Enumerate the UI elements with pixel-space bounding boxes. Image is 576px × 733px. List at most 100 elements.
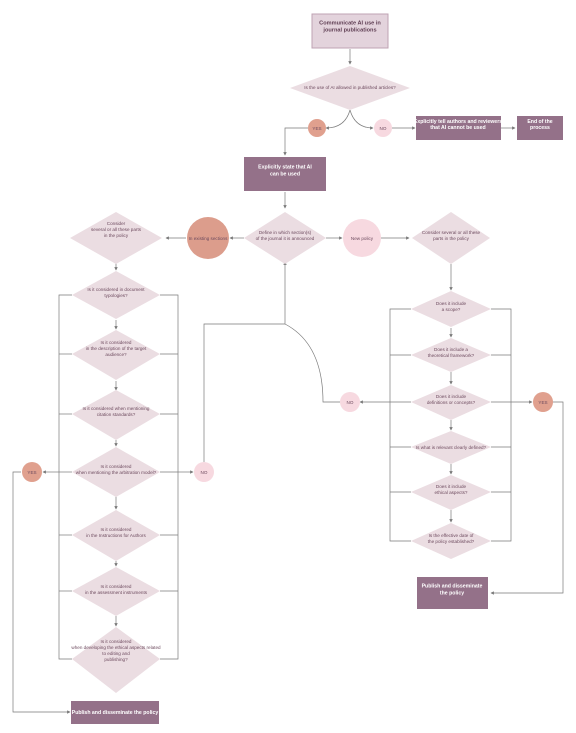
l2-label-line: in the description of the target (86, 346, 147, 351)
no_top-label: NO (380, 126, 387, 131)
define_sections-label: Define in which section(s)of the journal… (256, 230, 315, 241)
yes-left-circle: YES (22, 462, 42, 482)
no_right-label-line: NO (347, 400, 354, 405)
yes_left-label-line: YES (27, 470, 36, 475)
new_policy-label: New policy (351, 236, 374, 241)
r3-label-line: definitions or concepts? (427, 400, 476, 405)
define_sections-label-line: Define in which section(s) (259, 230, 312, 235)
define_sections-label-line: of the journal it is announced (256, 236, 315, 241)
q_allowed-label: Is the use of AI allowed in published ar… (304, 85, 396, 90)
publish-left-box: Publish and disseminate the policy (71, 701, 159, 724)
l4-label-line: when mentioning the arbitration model? (76, 470, 157, 475)
publish_right-label-line: the policy (440, 591, 464, 597)
l7-label-line: Is it considered (101, 639, 132, 644)
tell_authors-label-line: Explicitly tell authors and reviewers (414, 119, 502, 125)
l3-label-line: citation standards? (97, 412, 136, 417)
end_process-label-line: process (530, 125, 550, 131)
no_right-label: NO (347, 400, 354, 405)
publish_left-label: Publish and disseminate the policy (72, 710, 159, 716)
new_policy-label-line: New policy (351, 236, 374, 241)
l6-label-line: in the assessment instruments (85, 590, 148, 595)
edge-question-yes (325, 109, 351, 130)
left_consider-label-line: in the policy (104, 233, 129, 238)
edges (12, 49, 564, 714)
yes_right-label: YES (538, 400, 547, 405)
r5-label-line: Does it include (436, 484, 467, 489)
start-label-line: journal publications (322, 28, 376, 34)
yes_right-label-line: YES (538, 400, 547, 405)
no_top-label-line: NO (380, 126, 387, 131)
r2-label-line: theoretical framework? (428, 353, 475, 358)
l5-label-line: Is it considered (101, 527, 132, 532)
question-ai-allowed: Is the use of AI allowed in published ar… (290, 66, 410, 110)
new-policy-circle: New policy (343, 219, 381, 257)
q_allowed-label-line: Is the use of AI allowed in published ar… (304, 85, 396, 90)
edge-yes-state (283, 127, 308, 156)
yes_top-label: YES (312, 126, 321, 131)
state_used-label-line: can be used (270, 172, 300, 178)
l6-label-line: Is it considered (101, 584, 132, 589)
yes-right-circle: YES (533, 392, 553, 412)
r1-label-line: Does it include (436, 301, 467, 306)
edge-no-define-right (284, 323, 340, 403)
right_consider-label-line: parts in the policy (433, 236, 469, 241)
define-sections-diamond: Define in which section(s)of the journal… (244, 212, 326, 264)
r5-label-line: ethical aspects? (435, 490, 468, 495)
l2-label-line: audience? (105, 352, 127, 357)
existing-sections-circle: In existing sections (187, 217, 229, 259)
l1-label-line: typologies? (104, 293, 128, 298)
l7-label-line: publishing? (104, 657, 128, 662)
l7-label-line: to editing and (102, 651, 130, 656)
tell_authors-label-line: that AI cannot be used (430, 125, 485, 131)
no-right-circle: NO (340, 392, 360, 412)
edge-yes-publish-right (490, 401, 564, 595)
l3-label-line: Is it considered when mentioning (83, 406, 150, 411)
l1-label-line: Is it considered in document (87, 287, 145, 292)
no_left-label: NO (201, 470, 208, 475)
edge-yes-publish-left (12, 471, 71, 714)
r6-label-line: the policy established? (428, 539, 475, 544)
edge-no-define-left (203, 261, 287, 462)
l7-label-line: when developing the ethical aspects rela… (71, 645, 161, 650)
publish_right-label-line: Publish and disseminate (422, 584, 483, 590)
yes_top-label-line: YES (312, 126, 321, 131)
existing-label-line: In existing sections (189, 236, 229, 241)
right-q4-diamond: Is what is relevant clearly defined? (411, 431, 491, 464)
r4-label: Is what is relevant clearly defined? (416, 445, 487, 450)
r1-label-line: a scope? (442, 307, 461, 312)
end_process-label-line: End of the (527, 119, 552, 125)
r6-label-line: Is the effective date of (429, 533, 475, 538)
edge-left-no-bus (160, 294, 179, 660)
